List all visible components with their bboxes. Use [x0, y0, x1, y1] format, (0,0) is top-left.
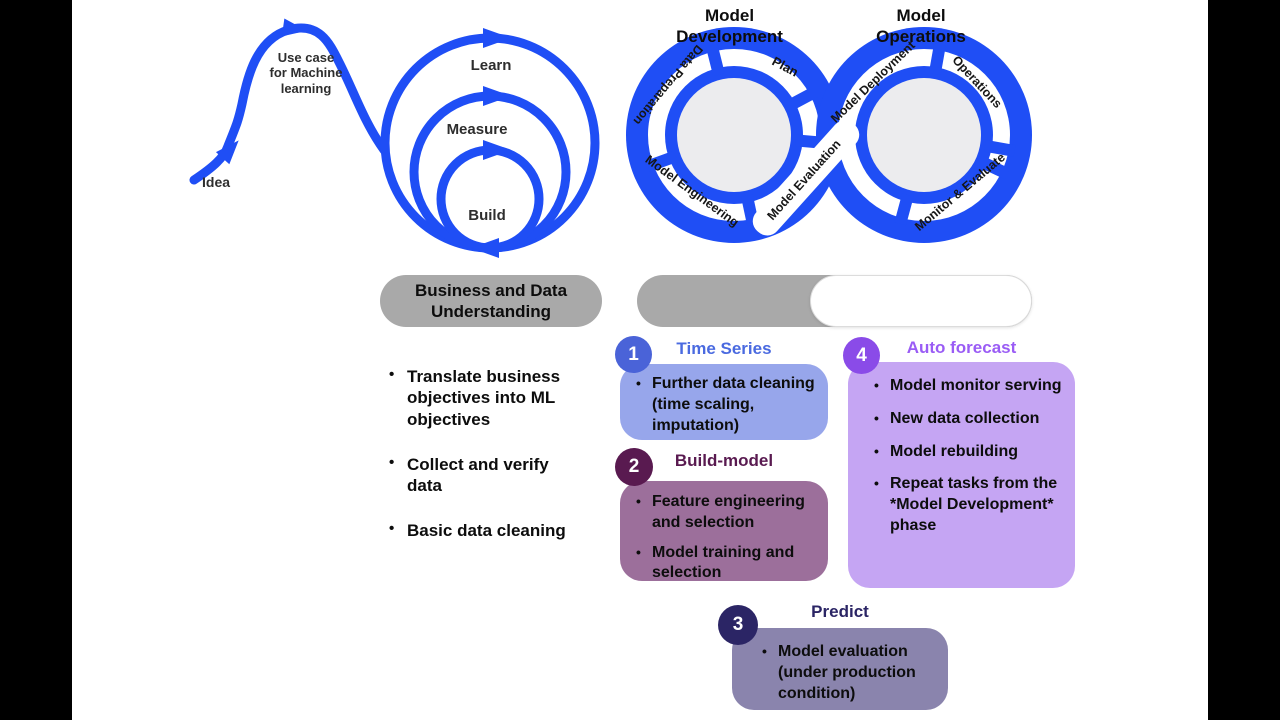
step-4-badge: 4	[843, 337, 880, 374]
crossover-band	[752, 120, 860, 236]
segment-separator	[894, 193, 914, 226]
measure-ring	[409, 91, 571, 253]
segment-separator	[984, 139, 1016, 157]
model-operations-pill-highlight	[810, 275, 1032, 327]
arrow-icon	[215, 140, 239, 165]
section-2-card: Feature engineering and selection Model …	[620, 481, 828, 581]
build-label: Build	[468, 207, 506, 224]
section-2-title: Build-model	[674, 451, 774, 470]
section-3-card: Model evaluation (under production condi…	[732, 628, 948, 710]
arrow-icon	[483, 28, 511, 48]
arrow-icon	[483, 86, 511, 106]
section-3-title: Predict	[811, 602, 869, 621]
list-item: Repeat tasks from the *Model Development…	[872, 474, 1067, 536]
list-item: Collect and verify data	[385, 454, 585, 497]
section-1-card: Further data cleaning (time scaling, imp…	[620, 364, 828, 440]
diagram-canvas: Data Preparation Plan Model Engineering …	[189, 18, 1032, 258]
business-understanding-pill: Business and Data Understanding	[380, 275, 602, 327]
segment-separator	[785, 86, 819, 112]
infinity-right-ring	[816, 27, 1032, 243]
step-1-badge: 1	[615, 336, 652, 373]
learn-label: Learn	[470, 57, 512, 74]
segment-separator	[977, 155, 1010, 180]
list-item: Model monitor serving	[872, 376, 1067, 397]
presentation-slide: Data Preparation Plan Model Engineering …	[72, 0, 1208, 720]
idea-label: Idea	[202, 174, 231, 190]
step-2-badge: 2	[615, 448, 653, 486]
segment-separator	[705, 44, 725, 77]
segment-separator	[928, 43, 946, 75]
measure-label: Measure	[446, 121, 508, 138]
model-operations-label: Model Operations	[876, 5, 966, 46]
section-4-card: Model monitor serving New data collectio…	[848, 362, 1075, 588]
list-item: Translate business objectives into ML ob…	[385, 366, 585, 430]
infinity-diagram: Data Preparation Plan Model Engineering …	[626, 27, 1032, 243]
section-4-title: Auto forecast	[906, 338, 1017, 357]
list-item: Feature engineering and selection	[634, 492, 822, 534]
business-bullet-list: Translate business objectives into ML ob…	[385, 366, 585, 566]
list-item: Basic data cleaning	[385, 520, 585, 541]
segment-separator	[645, 150, 678, 173]
spiral-arrowheads	[215, 18, 511, 258]
infinity-left-ring	[626, 27, 842, 243]
section-1-title: Time Series	[676, 339, 772, 358]
model-development-label: Model Development	[676, 5, 783, 46]
arrow-icon	[471, 238, 499, 258]
list-item: Model evaluation (under production condi…	[760, 642, 938, 704]
list-item: New data collection	[872, 409, 1067, 430]
build-ring	[436, 145, 544, 253]
list-item: Model rebuilding	[872, 442, 1067, 463]
list-item: Further data cleaning (time scaling, imp…	[634, 374, 816, 436]
list-item: Model training and selection	[634, 543, 822, 585]
arrow-icon	[483, 140, 511, 160]
use-case-label: Use case for Machine learning	[269, 50, 343, 96]
arrow-icon	[281, 18, 307, 37]
step-3-badge: 3	[718, 605, 758, 645]
